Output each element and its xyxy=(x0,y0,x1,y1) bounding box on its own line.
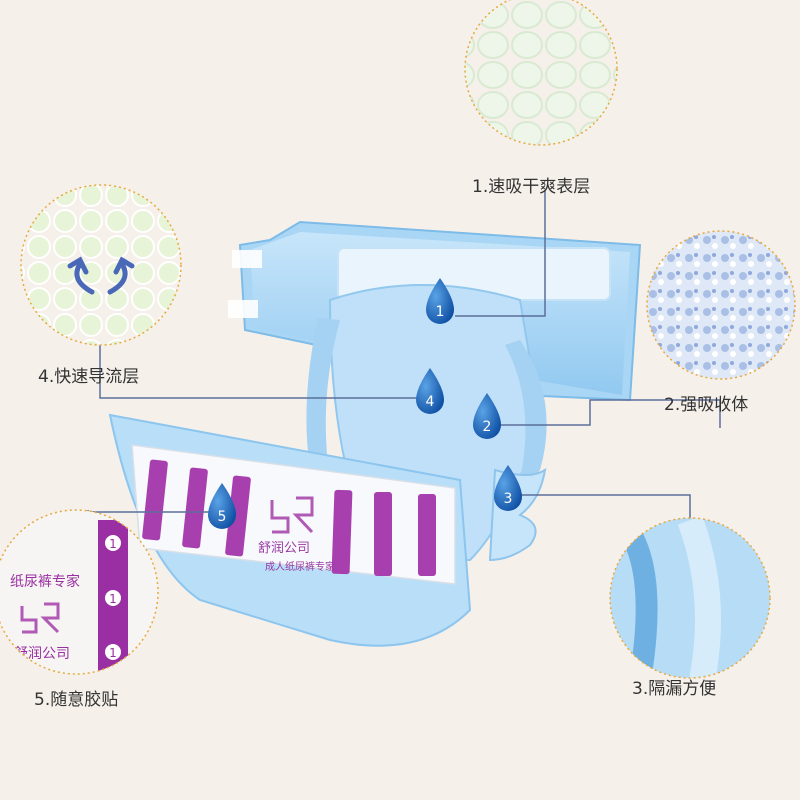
svg-text:3: 3 xyxy=(504,491,513,507)
zoom-circle-3 xyxy=(609,517,771,679)
callout-line-4 xyxy=(99,345,432,399)
drop-marker-4: 4 xyxy=(416,368,444,414)
zoom-circle-2 xyxy=(646,230,796,380)
flow-arrows-icon xyxy=(67,256,135,295)
feature-label-5: 5.随意胶贴 xyxy=(34,690,119,710)
brand-logo xyxy=(270,496,314,534)
tape-strips xyxy=(142,459,436,576)
feature-label-1: 1.速吸干爽表层 xyxy=(472,177,591,197)
drop-marker-1: 1 xyxy=(426,278,454,324)
zoom-circle-5: 1 1 1 纸尿裤专家 舒润公司 xyxy=(0,509,159,675)
svg-text:1: 1 xyxy=(109,646,117,660)
svg-text:1: 1 xyxy=(109,537,117,551)
svg-text:1: 1 xyxy=(436,304,445,320)
feature-label-4: 4.快速导流层 xyxy=(38,367,140,387)
brand-slogan: 成人纸尿裤专家 xyxy=(265,560,335,573)
feature-label-3: 3.隔漏方便 xyxy=(632,679,717,699)
drop-marker-3: 3 xyxy=(494,465,522,511)
zoom-circle-4 xyxy=(20,184,182,346)
zoom-circle-1 xyxy=(464,0,618,146)
svg-text:2: 2 xyxy=(483,419,492,435)
drop-marker-2: 2 xyxy=(473,393,501,439)
drop-markers: 1 4 2 3 5 xyxy=(208,278,522,529)
callout-line-2 xyxy=(492,399,721,428)
drop-marker-5: 5 xyxy=(208,483,236,529)
brand-name: 舒润公司 xyxy=(258,541,310,556)
svg-text:4: 4 xyxy=(426,394,435,410)
svg-text:1: 1 xyxy=(109,592,117,606)
callout-line-1 xyxy=(455,190,546,317)
svg-text:5: 5 xyxy=(218,509,227,525)
feature-label-2: 2.强吸收体 xyxy=(664,395,749,415)
diaper-body: 舒润公司 成人纸尿裤专家 xyxy=(108,220,642,647)
zoom-slogan: 纸尿裤专家 xyxy=(10,573,80,590)
